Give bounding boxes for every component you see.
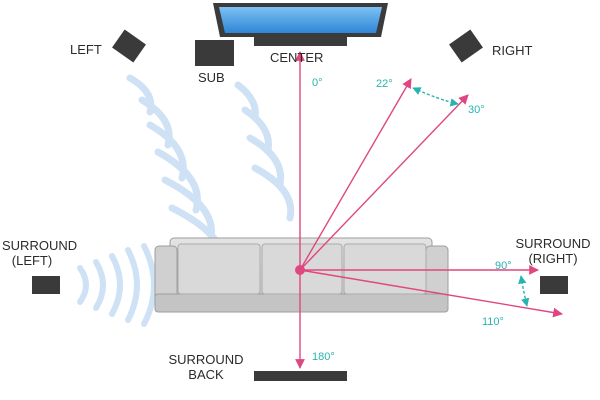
surround-back-speaker [254, 371, 347, 381]
listening-rays [295, 51, 563, 369]
label-surround-left: SURROUND (LEFT) [2, 238, 78, 268]
label-surround-back-line1: SURROUND [168, 352, 244, 367]
sub-speaker [195, 40, 234, 66]
label-surround-right: SURROUND (RIGHT) [510, 236, 596, 266]
surround-left-waves [77, 243, 157, 327]
label-center: CENTER [270, 50, 324, 65]
angle-label-0: 0° [312, 77, 323, 89]
label-surround-left-line2: (LEFT) [11, 253, 53, 268]
label-surround-right-line1: SURROUND [515, 236, 591, 251]
sofa [154, 237, 449, 313]
angle-arcs [412, 87, 530, 307]
label-surround-back-line2: BACK [188, 367, 224, 382]
surround-left-speaker [32, 276, 60, 294]
angle-label-180: 180° [312, 351, 335, 363]
listener-position [295, 265, 305, 275]
left-speaker [112, 29, 146, 63]
ray-30 [299, 94, 469, 271]
surround-right-speaker [540, 276, 568, 294]
ray-22 [299, 78, 412, 271]
label-sub: SUB [198, 70, 225, 85]
tv [213, 3, 388, 46]
right-speaker [449, 29, 483, 63]
label-surround-back: SURROUND BACK [158, 352, 254, 382]
arc-22-30 [412, 87, 459, 107]
label-right: RIGHT [492, 43, 533, 58]
label-left: LEFT [70, 42, 102, 57]
arc-90-110 [518, 275, 530, 307]
label-surround-left-line1: SURROUND [2, 238, 78, 253]
angle-label-110: 110° [482, 316, 504, 328]
label-surround-right-line2: (RIGHT) [528, 251, 578, 266]
angle-label-30: 30° [468, 104, 485, 116]
angle-label-90: 90° [495, 260, 512, 272]
angle-label-22: 22° [376, 78, 393, 90]
